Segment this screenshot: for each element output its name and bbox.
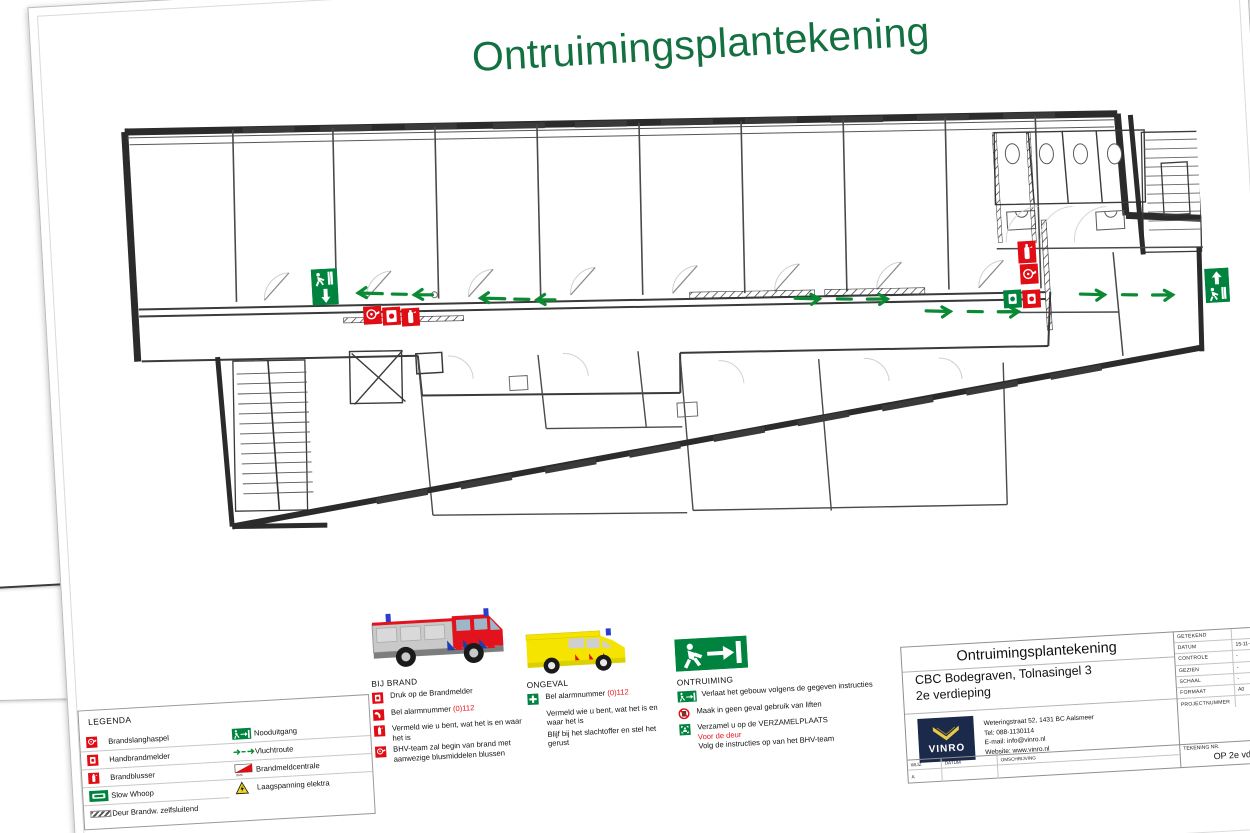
spacer-icon xyxy=(528,709,541,711)
fire-hose-reel-icon xyxy=(85,735,109,748)
sign-slow-whoop xyxy=(1003,289,1023,309)
sign-fire-extinguisher xyxy=(1017,240,1037,264)
legend-panel: LEGENDA Brandslanghaspel xyxy=(77,694,376,831)
legend-heading: LEGENDA xyxy=(87,714,132,728)
legend-item-brandblusser: Brandblusser xyxy=(81,761,229,788)
sign-manual-call-point xyxy=(382,306,402,326)
vinro-logo: VINRO xyxy=(917,715,976,763)
telephone-icon xyxy=(372,708,387,723)
panel-ontruiming: ONTRUIMING Verlaat het gebouw volgens de… xyxy=(677,666,881,754)
ambulance-icon xyxy=(521,619,630,677)
title-block-subject: CBC Bodegraven, Tolnasingel 3 2e verdiep… xyxy=(914,663,1093,703)
no-lifts-icon xyxy=(678,707,692,722)
panel-bij-brand: BIJ BRAND Druk op de Brandmelder Bel ala… xyxy=(371,670,526,767)
manual-call-point-icon xyxy=(86,754,110,767)
manual-call-point-icon xyxy=(371,692,386,707)
svg-text:BMC: BMC xyxy=(236,773,244,777)
low-voltage-hazard-icon xyxy=(235,781,258,795)
fire-extinguisher-icon xyxy=(87,772,111,785)
legend-item-vluchtroute: Vluchtroute xyxy=(226,735,372,762)
legend-item-slow-whoop: Slow Whoop xyxy=(82,779,230,806)
main-drawing-sheet: Ontruimingsplantekening xyxy=(27,0,1250,833)
instruction-line: Verlaat het gebouw volgens de gegeven in… xyxy=(677,680,877,706)
fire-hose-reel-icon xyxy=(374,745,389,760)
panel-ongeval: ONGEVAL Bel alarmnummer (0)112 Vermeld w… xyxy=(526,672,670,752)
first-aid-icon xyxy=(527,693,541,708)
instruction-line: BHV-team zal begin van brand met aanwezi… xyxy=(374,738,526,765)
fire-alarm-panel-icon: BMC xyxy=(234,763,257,777)
chevron-logo-icon xyxy=(932,725,959,740)
emergency-exit-icon xyxy=(677,690,697,706)
assembly-point-icon xyxy=(679,723,693,738)
slow-whoop-icon xyxy=(89,790,112,803)
drawing-number-cell: TEKENING NR. OP 2e vd xyxy=(1179,738,1250,769)
self-closing-fire-door-icon xyxy=(90,809,112,819)
legend-item-brandslanghaspel: Brandslanghaspel xyxy=(80,725,227,751)
sign-emergency-exit-down xyxy=(310,268,339,306)
instruction-line: Vermeld wie u bent, wat het is en waar h… xyxy=(373,717,525,744)
legend-column-right: Nooduitgang Vluchtr xyxy=(225,717,374,798)
sign-fire-extinguisher xyxy=(401,307,421,327)
sign-emergency-exit-up xyxy=(1204,267,1231,303)
legend-item-brandmeldcentrale: BMC Brandmeldcentrale xyxy=(227,753,373,780)
escape-route-arrows-icon xyxy=(233,747,255,757)
title-block: Ontruimingsplantekening CBC Bodegraven, … xyxy=(900,625,1250,784)
legend-column-left: Brandslanghaspel Handbrandmelder xyxy=(80,725,231,824)
fire-truck-icon xyxy=(367,601,516,671)
legend-item-nooduitgang: Nooduitgang xyxy=(225,717,370,743)
instruction-line: Verzamel u op de VERZAMELPLAATS Voor de … xyxy=(679,713,880,753)
instruction-line: Maak in geen geval gebruik van liften xyxy=(678,696,878,722)
instruction-line: Bel alarmnummer (0)112 xyxy=(372,700,524,723)
instruction-line: Bel alarmnummer (0)112 xyxy=(527,686,668,708)
instruction-line: Druk op de Brandmelder xyxy=(371,684,523,707)
fire-extinguisher-icon xyxy=(373,724,388,739)
legend-item-laagspanning: Laagspanning elektra xyxy=(228,770,374,798)
emergency-exit-running-man-icon xyxy=(674,635,749,672)
emergency-exit-icon xyxy=(231,727,255,740)
floor-plan xyxy=(104,51,1231,642)
sign-manual-call-point xyxy=(1022,289,1042,309)
sign-fire-hose-reel xyxy=(1019,263,1039,285)
spacer-icon xyxy=(529,730,542,732)
sign-fire-hose-reel xyxy=(362,305,382,325)
legend-item-handbrandmelder: Handbrandmelder xyxy=(80,743,228,770)
